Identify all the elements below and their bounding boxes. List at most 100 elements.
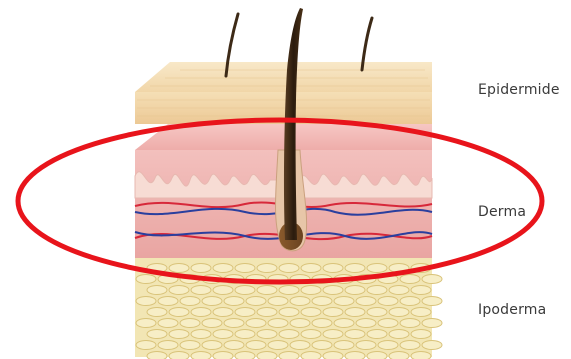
fat-cell: [312, 297, 332, 306]
fat-cell: [257, 330, 277, 339]
fat-cell: [202, 297, 222, 306]
fat-cell: [158, 319, 178, 328]
fat-cell: [345, 286, 365, 295]
fat-cell: [224, 341, 244, 350]
fat-cell: [246, 297, 266, 306]
fat-cell: [268, 341, 288, 350]
fat-cell: [345, 308, 365, 317]
fat-cell: [323, 308, 343, 317]
fat-cell: [180, 341, 200, 350]
label-epidermis: Epidermide: [478, 82, 560, 98]
fat-cell: [301, 330, 321, 339]
fat-cell: [180, 297, 200, 306]
fat-cell: [290, 319, 310, 328]
fat-cell: [147, 352, 167, 359]
fat-cell: [367, 286, 387, 295]
fat-cell: [257, 264, 277, 273]
fat-cell: [224, 319, 244, 328]
fat-cell: [191, 264, 211, 273]
fat-cell: [136, 341, 156, 350]
label-hypodermis: Ipoderma: [478, 302, 546, 318]
fat-cell: [422, 297, 442, 306]
fat-cell: [257, 308, 277, 317]
fat-cell: [213, 330, 233, 339]
fat-cell: [389, 286, 409, 295]
fat-cell: [356, 297, 376, 306]
fat-cell: [356, 341, 376, 350]
fat-cell: [279, 330, 299, 339]
fat-cell: [257, 286, 277, 295]
fat-cell: [367, 330, 387, 339]
fat-cell: [169, 308, 189, 317]
fat-cell: [169, 286, 189, 295]
fat-cell: [191, 308, 211, 317]
fat-cell: [400, 297, 420, 306]
fat-cell: [279, 264, 299, 273]
fat-cell: [224, 297, 244, 306]
fat-cell: [191, 286, 211, 295]
fat-cell: [345, 352, 365, 359]
fat-cell: [268, 319, 288, 328]
fat-cell: [312, 319, 332, 328]
label-dermis: Derma: [478, 204, 526, 220]
fat-cell: [158, 341, 178, 350]
fat-cell: [312, 341, 332, 350]
fat-cell: [367, 264, 387, 273]
fat-cell: [400, 341, 420, 350]
fat-cell: [301, 352, 321, 359]
fat-cell: [422, 275, 442, 284]
fat-cell: [147, 330, 167, 339]
fat-cell: [147, 286, 167, 295]
fat-cell: [411, 308, 431, 317]
fat-cell: [136, 297, 156, 306]
fat-cell: [158, 297, 178, 306]
fat-cell: [290, 341, 310, 350]
fat-cell: [235, 330, 255, 339]
fat-cell: [257, 352, 277, 359]
fat-cell: [191, 330, 211, 339]
fat-cell: [279, 352, 299, 359]
fat-cell: [213, 308, 233, 317]
fat-cell: [235, 308, 255, 317]
fat-cell: [323, 352, 343, 359]
fat-cell: [334, 319, 354, 328]
fat-cell: [422, 319, 442, 328]
fat-cell: [411, 352, 431, 359]
fat-cell: [246, 319, 266, 328]
fat-cell: [301, 286, 321, 295]
fat-cell: [202, 319, 222, 328]
fat-cell: [400, 275, 420, 284]
fat-cell: [422, 341, 442, 350]
fat-cell: [147, 308, 167, 317]
fat-cell: [301, 308, 321, 317]
fat-cell: [411, 330, 431, 339]
fat-cell: [268, 297, 288, 306]
fat-cell: [378, 319, 398, 328]
fat-cell: [389, 352, 409, 359]
fat-cell: [235, 286, 255, 295]
fat-cell: [136, 319, 156, 328]
fat-cell: [235, 264, 255, 273]
fat-cell: [356, 319, 376, 328]
fat-cell: [334, 341, 354, 350]
fat-cell: [290, 297, 310, 306]
fat-cell: [213, 352, 233, 359]
fat-cell: [279, 286, 299, 295]
fat-cell: [378, 341, 398, 350]
fat-cell: [180, 319, 200, 328]
fat-cell: [389, 330, 409, 339]
fat-cell: [213, 286, 233, 295]
fat-cell: [136, 275, 156, 284]
fat-cell: [169, 264, 189, 273]
fat-cell: [301, 264, 321, 273]
fat-cell: [367, 308, 387, 317]
fat-cell: [191, 352, 211, 359]
fat-cell: [323, 286, 343, 295]
fat-cell: [411, 286, 431, 295]
fat-cell: [378, 297, 398, 306]
fat-cell: [389, 308, 409, 317]
fat-cell: [169, 352, 189, 359]
fat-cell: [400, 319, 420, 328]
fat-cell: [169, 330, 189, 339]
fat-cell: [367, 352, 387, 359]
